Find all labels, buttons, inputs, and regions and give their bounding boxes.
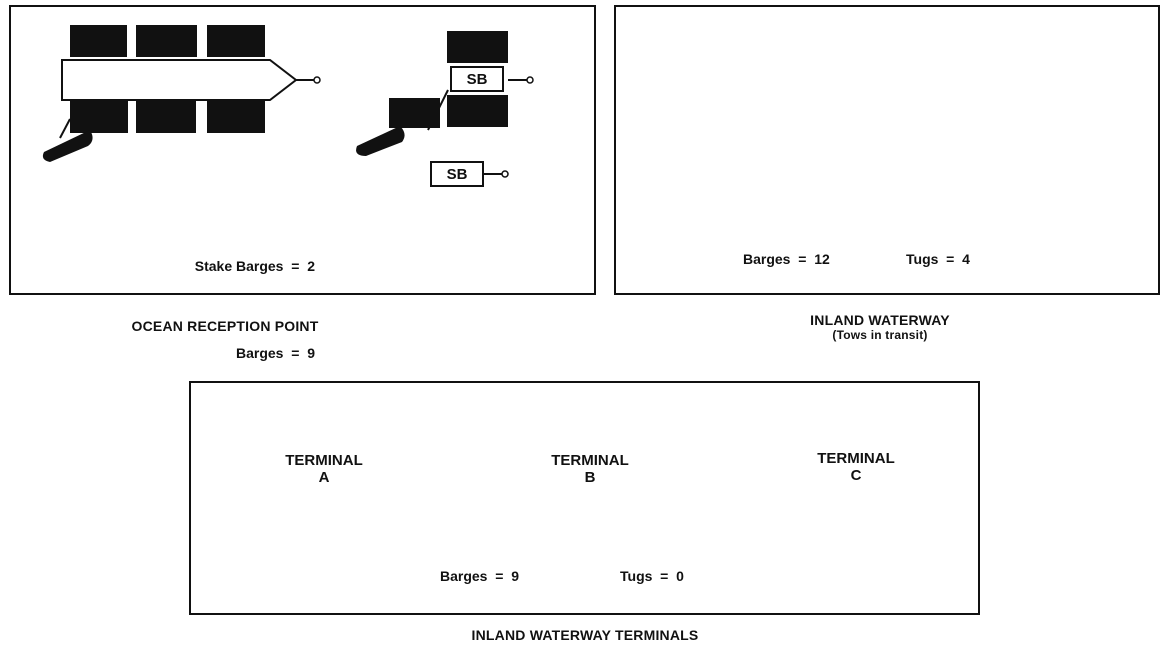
inland-subtitle: (Tows in transit): [832, 328, 928, 342]
inland-barges-stat: Barges = 12: [743, 251, 830, 267]
ocean-tug: [42, 130, 93, 162]
inland-caption: INLAND WATERWAY (Tows in transit): [780, 312, 980, 342]
inland-tugs-stat: Tugs = 4: [906, 251, 970, 267]
ship-tow-ring: [313, 76, 321, 84]
terminal-b-label: TERMINAL B: [551, 452, 629, 486]
barge: [207, 25, 265, 57]
sb-tow-ring: [526, 76, 534, 84]
barge: [447, 95, 508, 127]
terminals-tugs-stat: Tugs = 0: [620, 568, 684, 584]
inland-waterway-panel: [614, 5, 1160, 295]
stake-barge-label: SB: [446, 165, 468, 183]
ocean-barges-right: [389, 31, 508, 128]
stake-barge-label: SB: [466, 70, 488, 88]
stake-barge-box: SB: [430, 161, 484, 187]
barge: [70, 25, 127, 57]
stat-barges: Barges = 9: [236, 345, 315, 361]
tug-tow-line: [427, 89, 449, 131]
terminal-a-label: TERMINAL A: [285, 452, 363, 486]
tug-tow-line: [59, 118, 71, 139]
barge: [447, 31, 508, 63]
sb-tow-ring: [501, 170, 509, 178]
terminals-barges-stat: Barges = 9: [440, 568, 519, 584]
terminals-caption: INLAND WATERWAY TERMINALS: [471, 627, 699, 643]
stat-stake-barges: Stake Barges = 2: [194, 258, 315, 274]
ocean-barges-top: [70, 25, 265, 57]
ocean-barges-bottom: [70, 101, 265, 133]
terminal-c-label: TERMINAL C: [817, 450, 895, 484]
ocean-ship-hull: [61, 59, 298, 101]
barge: [207, 101, 265, 133]
inland-title: INLAND WATERWAY: [810, 312, 950, 328]
ocean-caption: OCEAN RECEPTION POINT: [131, 318, 319, 334]
barge: [136, 101, 196, 133]
barge: [70, 101, 128, 133]
barge: [136, 25, 197, 57]
stake-barge-box: SB: [450, 66, 504, 92]
terminals-panel: [189, 381, 980, 615]
ocean-tug: [356, 126, 405, 156]
